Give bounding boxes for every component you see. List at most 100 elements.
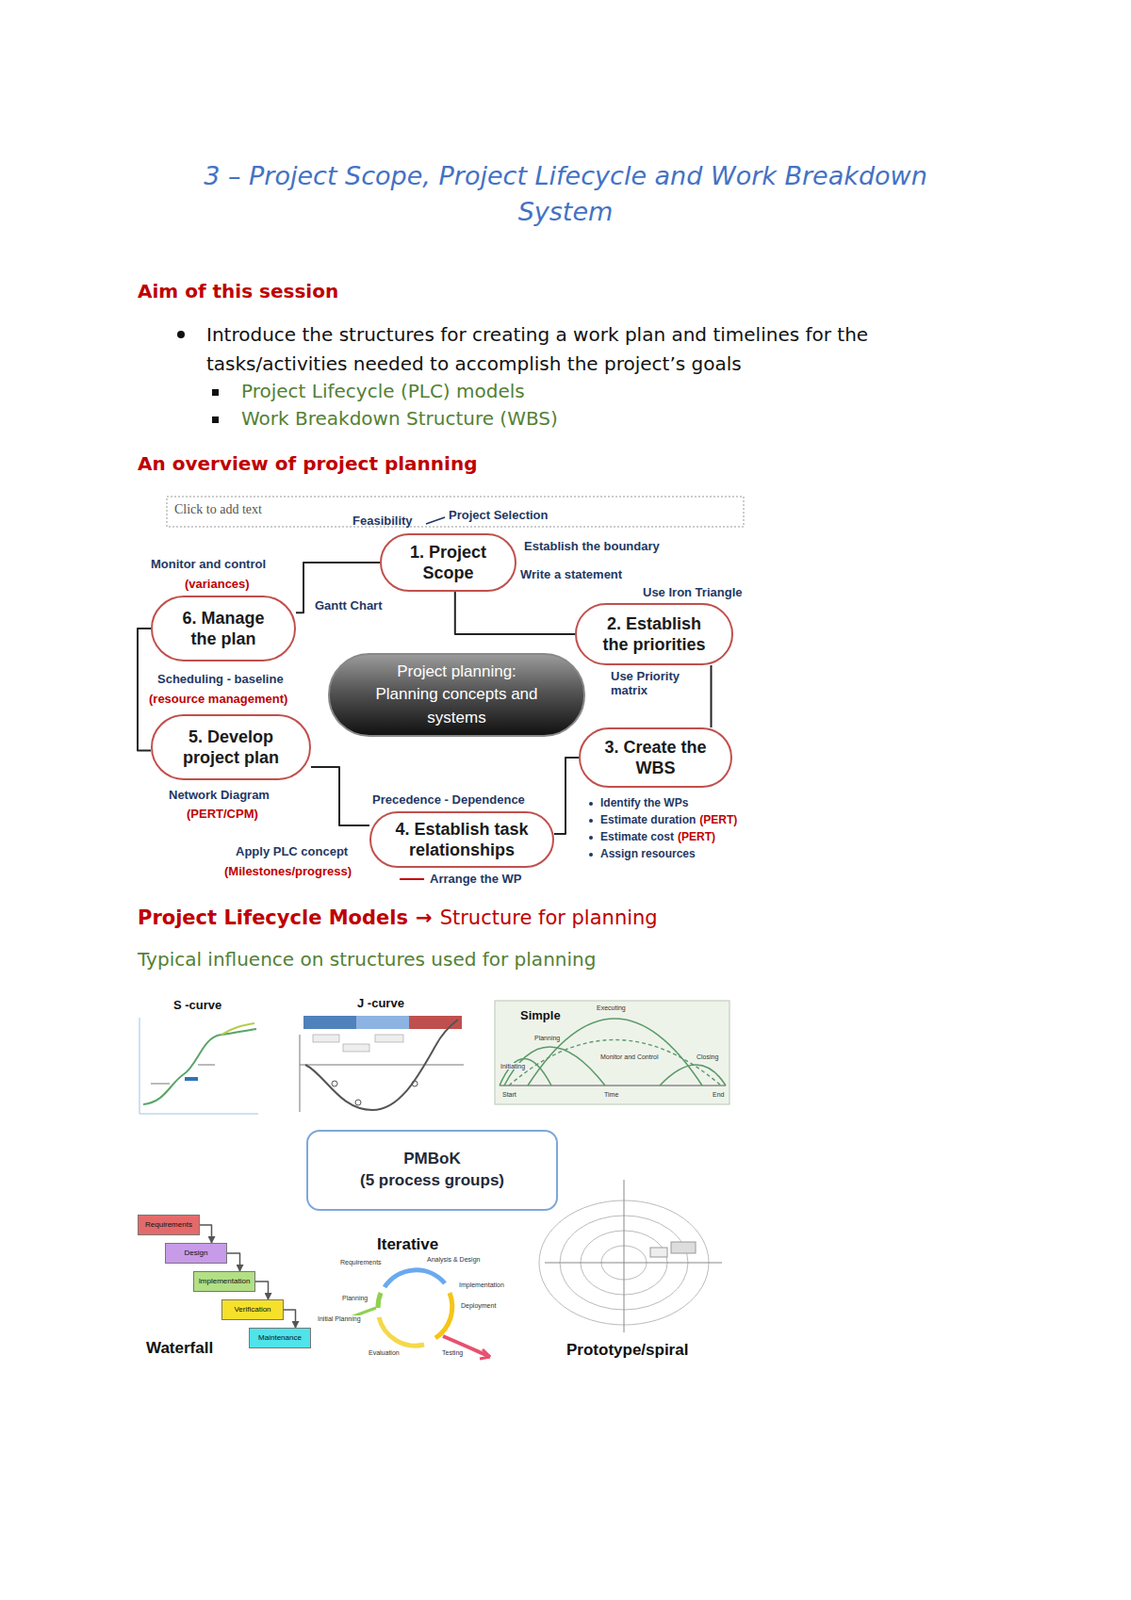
flow-arrow xyxy=(255,1281,269,1300)
node-text: Requirements xyxy=(145,1221,193,1230)
annotation: Write a statement xyxy=(520,567,623,582)
bullet-dot xyxy=(177,330,185,339)
annotation: Gantt Chart xyxy=(314,598,383,613)
chart-label: End xyxy=(711,1091,725,1099)
bullet-text: Introduce the structures for creating a … xyxy=(206,320,970,379)
flow-arrow xyxy=(227,1253,241,1272)
central-hub: Project planning: Planning concepts and … xyxy=(327,653,586,738)
drawing-part xyxy=(375,1034,404,1043)
chart-label: Evaluation xyxy=(367,1349,401,1357)
node-text: Implementation xyxy=(198,1278,251,1286)
chart-label: Planning xyxy=(533,1034,561,1042)
annotation-red: (resource management) xyxy=(148,691,288,706)
model-box: PMBoK(5 process groups) xyxy=(306,1130,558,1212)
green-text: Typical influence on structures used for… xyxy=(137,948,596,971)
drawing-part xyxy=(623,1180,625,1333)
chart-label: Time xyxy=(603,1091,620,1099)
drawing-part xyxy=(499,1085,726,1087)
annotation: Use Priority matrix xyxy=(610,669,701,698)
drawing-part xyxy=(303,1016,357,1030)
drawing-part xyxy=(184,1077,198,1082)
drawing-part xyxy=(650,1247,668,1258)
annotation-red: (Milestones/progress) xyxy=(224,864,352,879)
green-text: Work Breakdown Structure (WBS) xyxy=(241,407,558,430)
drawing-part xyxy=(197,1065,215,1066)
drawing-part xyxy=(331,1081,338,1087)
node-text: 4. Establish task relationships xyxy=(392,819,532,862)
node-text: 1. Project Scope xyxy=(402,541,494,585)
drawing-part xyxy=(312,1034,340,1043)
process-stage: 5. Develop project plan xyxy=(150,714,312,781)
drawing-part xyxy=(479,1349,491,1360)
process-stage: 3. Create the WBS xyxy=(578,727,733,788)
drawing-part xyxy=(494,1000,730,1105)
drawing-part xyxy=(356,1016,410,1030)
chart-label: Planning xyxy=(341,1294,369,1302)
cycle-connector xyxy=(710,665,713,728)
chart-label: Deployment xyxy=(459,1302,497,1310)
process-stage: 2. Establish the priorities xyxy=(574,603,734,666)
chart-label: Closing xyxy=(695,1053,720,1061)
j-curve-chart xyxy=(299,1016,464,1113)
process-stage: 6. Manage the plan xyxy=(150,595,296,662)
drawing-part xyxy=(343,1044,370,1052)
spiral-model xyxy=(539,1180,722,1333)
section-heading: Aim of this session xyxy=(137,279,339,303)
drawing-part xyxy=(299,1065,464,1066)
chart-label: Initial Planning xyxy=(316,1315,362,1323)
chart-label: Initiating xyxy=(499,1063,526,1070)
node-text: Maintenance xyxy=(258,1334,302,1343)
cycle-connector xyxy=(137,628,151,752)
model-title: Iterative xyxy=(377,1235,439,1255)
chart-label: Testing xyxy=(441,1349,464,1357)
drawing-part xyxy=(221,1023,255,1035)
simple-lifecycle-chart xyxy=(494,1000,730,1105)
chart-label: Analysis & Design xyxy=(426,1256,481,1263)
thumbnail-title: Simple xyxy=(520,1008,561,1023)
waterfall-step: Verification xyxy=(221,1299,284,1321)
waterfall-step: Maintenance xyxy=(248,1327,312,1349)
annotation-red: (PERT) xyxy=(699,813,738,827)
annotation: Network Diagram xyxy=(168,787,270,803)
cycle-connector xyxy=(455,591,575,635)
drawing-part xyxy=(150,1083,170,1085)
drawing-part xyxy=(544,1262,722,1264)
waterfall-step: Requirements xyxy=(137,1214,200,1236)
annotation: Feasibility xyxy=(352,513,413,528)
annotation: Monitor and control xyxy=(150,557,266,572)
annotation: Project Selection xyxy=(448,508,548,523)
cycle-connector xyxy=(311,767,370,826)
drawing-part xyxy=(143,1029,257,1105)
s-curve-chart xyxy=(139,1017,259,1115)
text-row: Estimate cost(PERT) xyxy=(600,830,716,844)
annotation-red: (PERT) xyxy=(677,830,716,844)
bullet-square xyxy=(212,389,219,396)
text-row: Estimate duration(PERT) xyxy=(600,813,738,827)
wbs-step: Estimate duration xyxy=(600,813,696,827)
drawing-part xyxy=(589,819,593,823)
drawing-part xyxy=(411,1081,418,1087)
drawing-part xyxy=(589,835,593,840)
section-heading: → xyxy=(415,906,433,930)
waterfall-step: Implementation xyxy=(193,1271,256,1293)
drawing-part xyxy=(508,1040,722,1087)
node-text: Verification xyxy=(233,1306,271,1314)
drawing-part xyxy=(384,1270,445,1288)
annotation: Scheduling - baseline xyxy=(157,672,284,687)
annotation-red: (variances) xyxy=(184,576,250,591)
wbs-step: Identify the WPs xyxy=(600,796,689,810)
waterfall-step: Design xyxy=(164,1243,228,1264)
text-row: Project Lifecycle Models→Structure for p… xyxy=(137,906,658,930)
bullet-square xyxy=(212,416,219,424)
wbs-bullets xyxy=(589,802,593,857)
placeholder-box xyxy=(166,496,744,527)
drawing-part xyxy=(377,1293,381,1309)
drawing-part xyxy=(435,1293,453,1339)
page-title: 3 – Project Scope, Project Lifecycle and… xyxy=(188,158,943,230)
model-title: Prototype/spiral xyxy=(566,1341,689,1361)
annotation: Apply PLC concept xyxy=(235,844,348,859)
cycle-connector xyxy=(554,757,579,835)
placeholder-text: Click to add text xyxy=(174,502,263,518)
drawing-part xyxy=(139,1017,141,1115)
